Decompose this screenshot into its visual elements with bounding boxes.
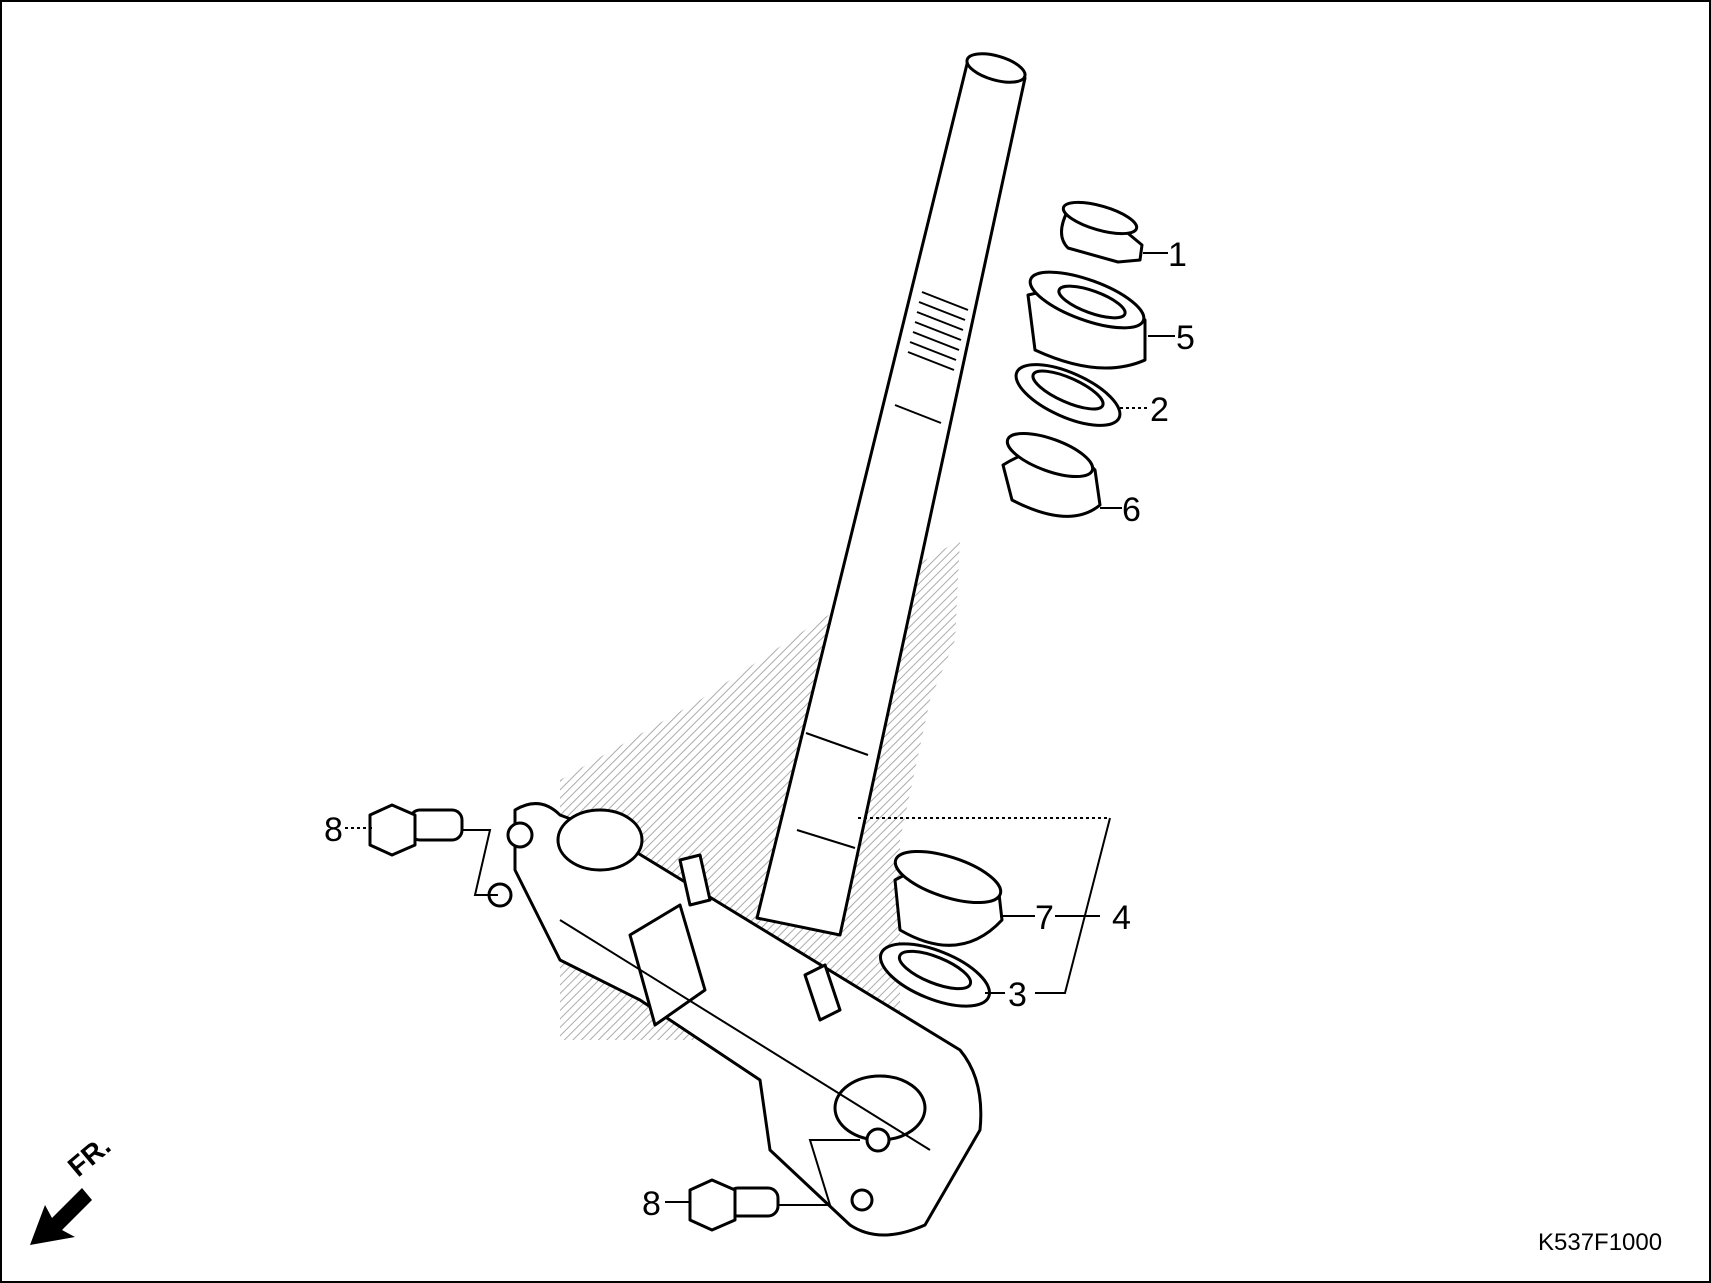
callout-4: 4 [1112,899,1131,937]
callout-8-upper: 8 [324,811,343,849]
callout-8-lower: 8 [642,1185,661,1223]
callout-5: 5 [1176,319,1195,357]
part-7-race [893,849,1004,947]
part-8-bolt-upper [368,803,464,857]
callout-1: 1 [1168,236,1187,274]
callout-7: 7 [1035,899,1054,937]
lower-bridge [487,802,983,1237]
part-6-seal [1001,431,1102,518]
part-3-bearing [878,942,992,1008]
drawing-code: K537F1000 [1538,1229,1662,1256]
leader-lines [345,252,1175,1206]
part-1-nut [1060,200,1144,264]
callout-3: 3 [1008,976,1027,1014]
part-5-race [1026,270,1147,370]
part-2-bearing [1014,363,1122,427]
callout-2: 2 [1150,391,1169,429]
front-label: FR. [62,1130,116,1183]
callout-6: 6 [1122,491,1141,529]
front-arrow-icon [30,1188,92,1245]
steering-stem [755,52,1027,937]
part-8-bolt-lower [688,1178,780,1232]
front-direction-indicator: FR. [30,1130,116,1245]
